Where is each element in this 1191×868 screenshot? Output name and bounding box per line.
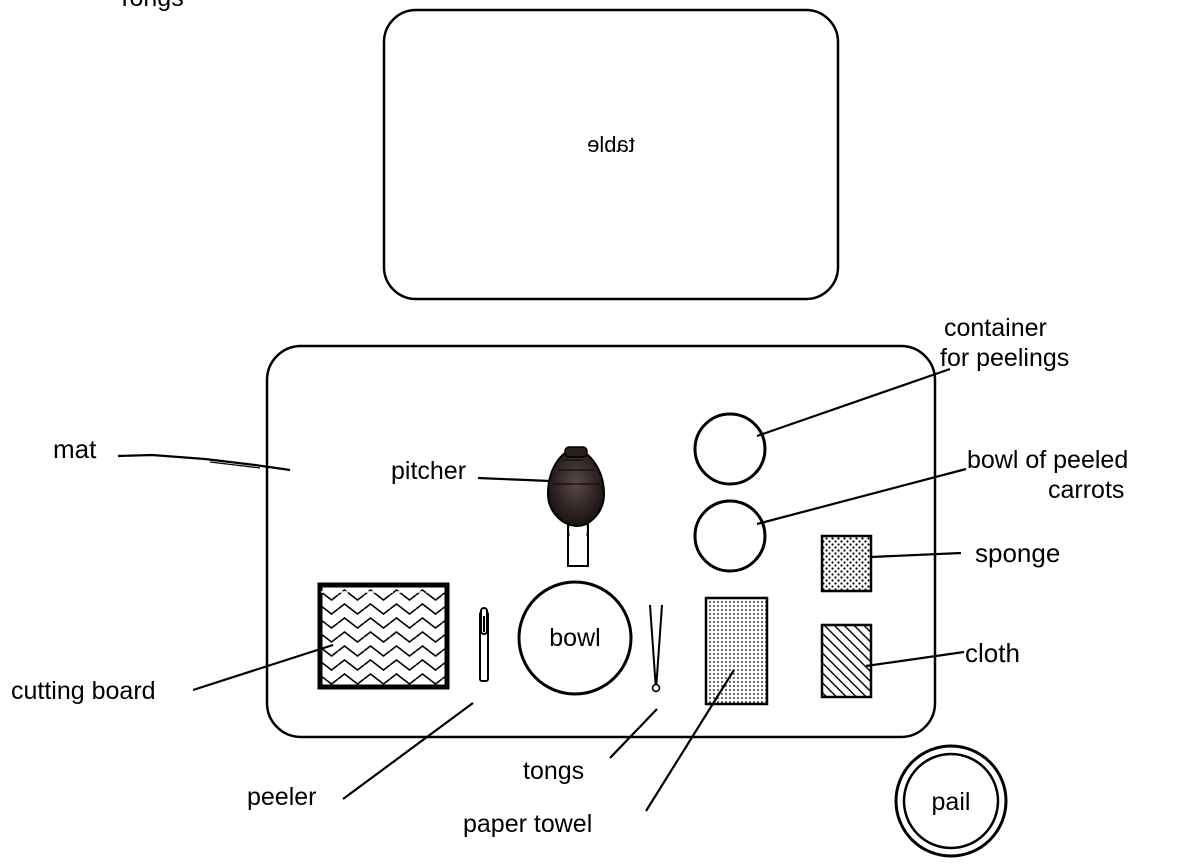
bowl-peeled-label-line2: carrots <box>1048 476 1124 504</box>
paper-towel-rect <box>706 598 767 704</box>
mat-leader-line <box>118 455 290 470</box>
pitcher-label: pitcher <box>391 457 466 485</box>
mat-label: mat <box>53 434 97 464</box>
container-label-line2: for peelings <box>940 344 1069 372</box>
paper-towel-label: paper towel <box>463 810 592 838</box>
bowl-peeled-label-line1: bowl of peeled <box>967 446 1128 474</box>
sponge-rect <box>822 536 871 591</box>
pail-label: pail <box>932 788 971 816</box>
peeler-label: peeler <box>247 783 317 811</box>
cutting-board-label: cutting board <box>11 677 156 705</box>
table-label-mirrored: table <box>587 132 635 157</box>
bowl-of-peeled-carrots <box>695 501 765 571</box>
container-label-line1: container <box>944 314 1047 342</box>
cloth-label: cloth <box>965 638 1020 668</box>
container-for-peelings <box>695 414 765 484</box>
cutting-board-rect <box>320 585 447 687</box>
tongs-label: tongs <box>523 757 584 785</box>
bowl-label: bowl <box>549 624 600 652</box>
cloth-rect <box>822 625 871 697</box>
sponge-label: sponge <box>975 538 1060 568</box>
peeler-icon <box>480 608 488 681</box>
top-partial-label: Tongs <box>117 0 184 12</box>
